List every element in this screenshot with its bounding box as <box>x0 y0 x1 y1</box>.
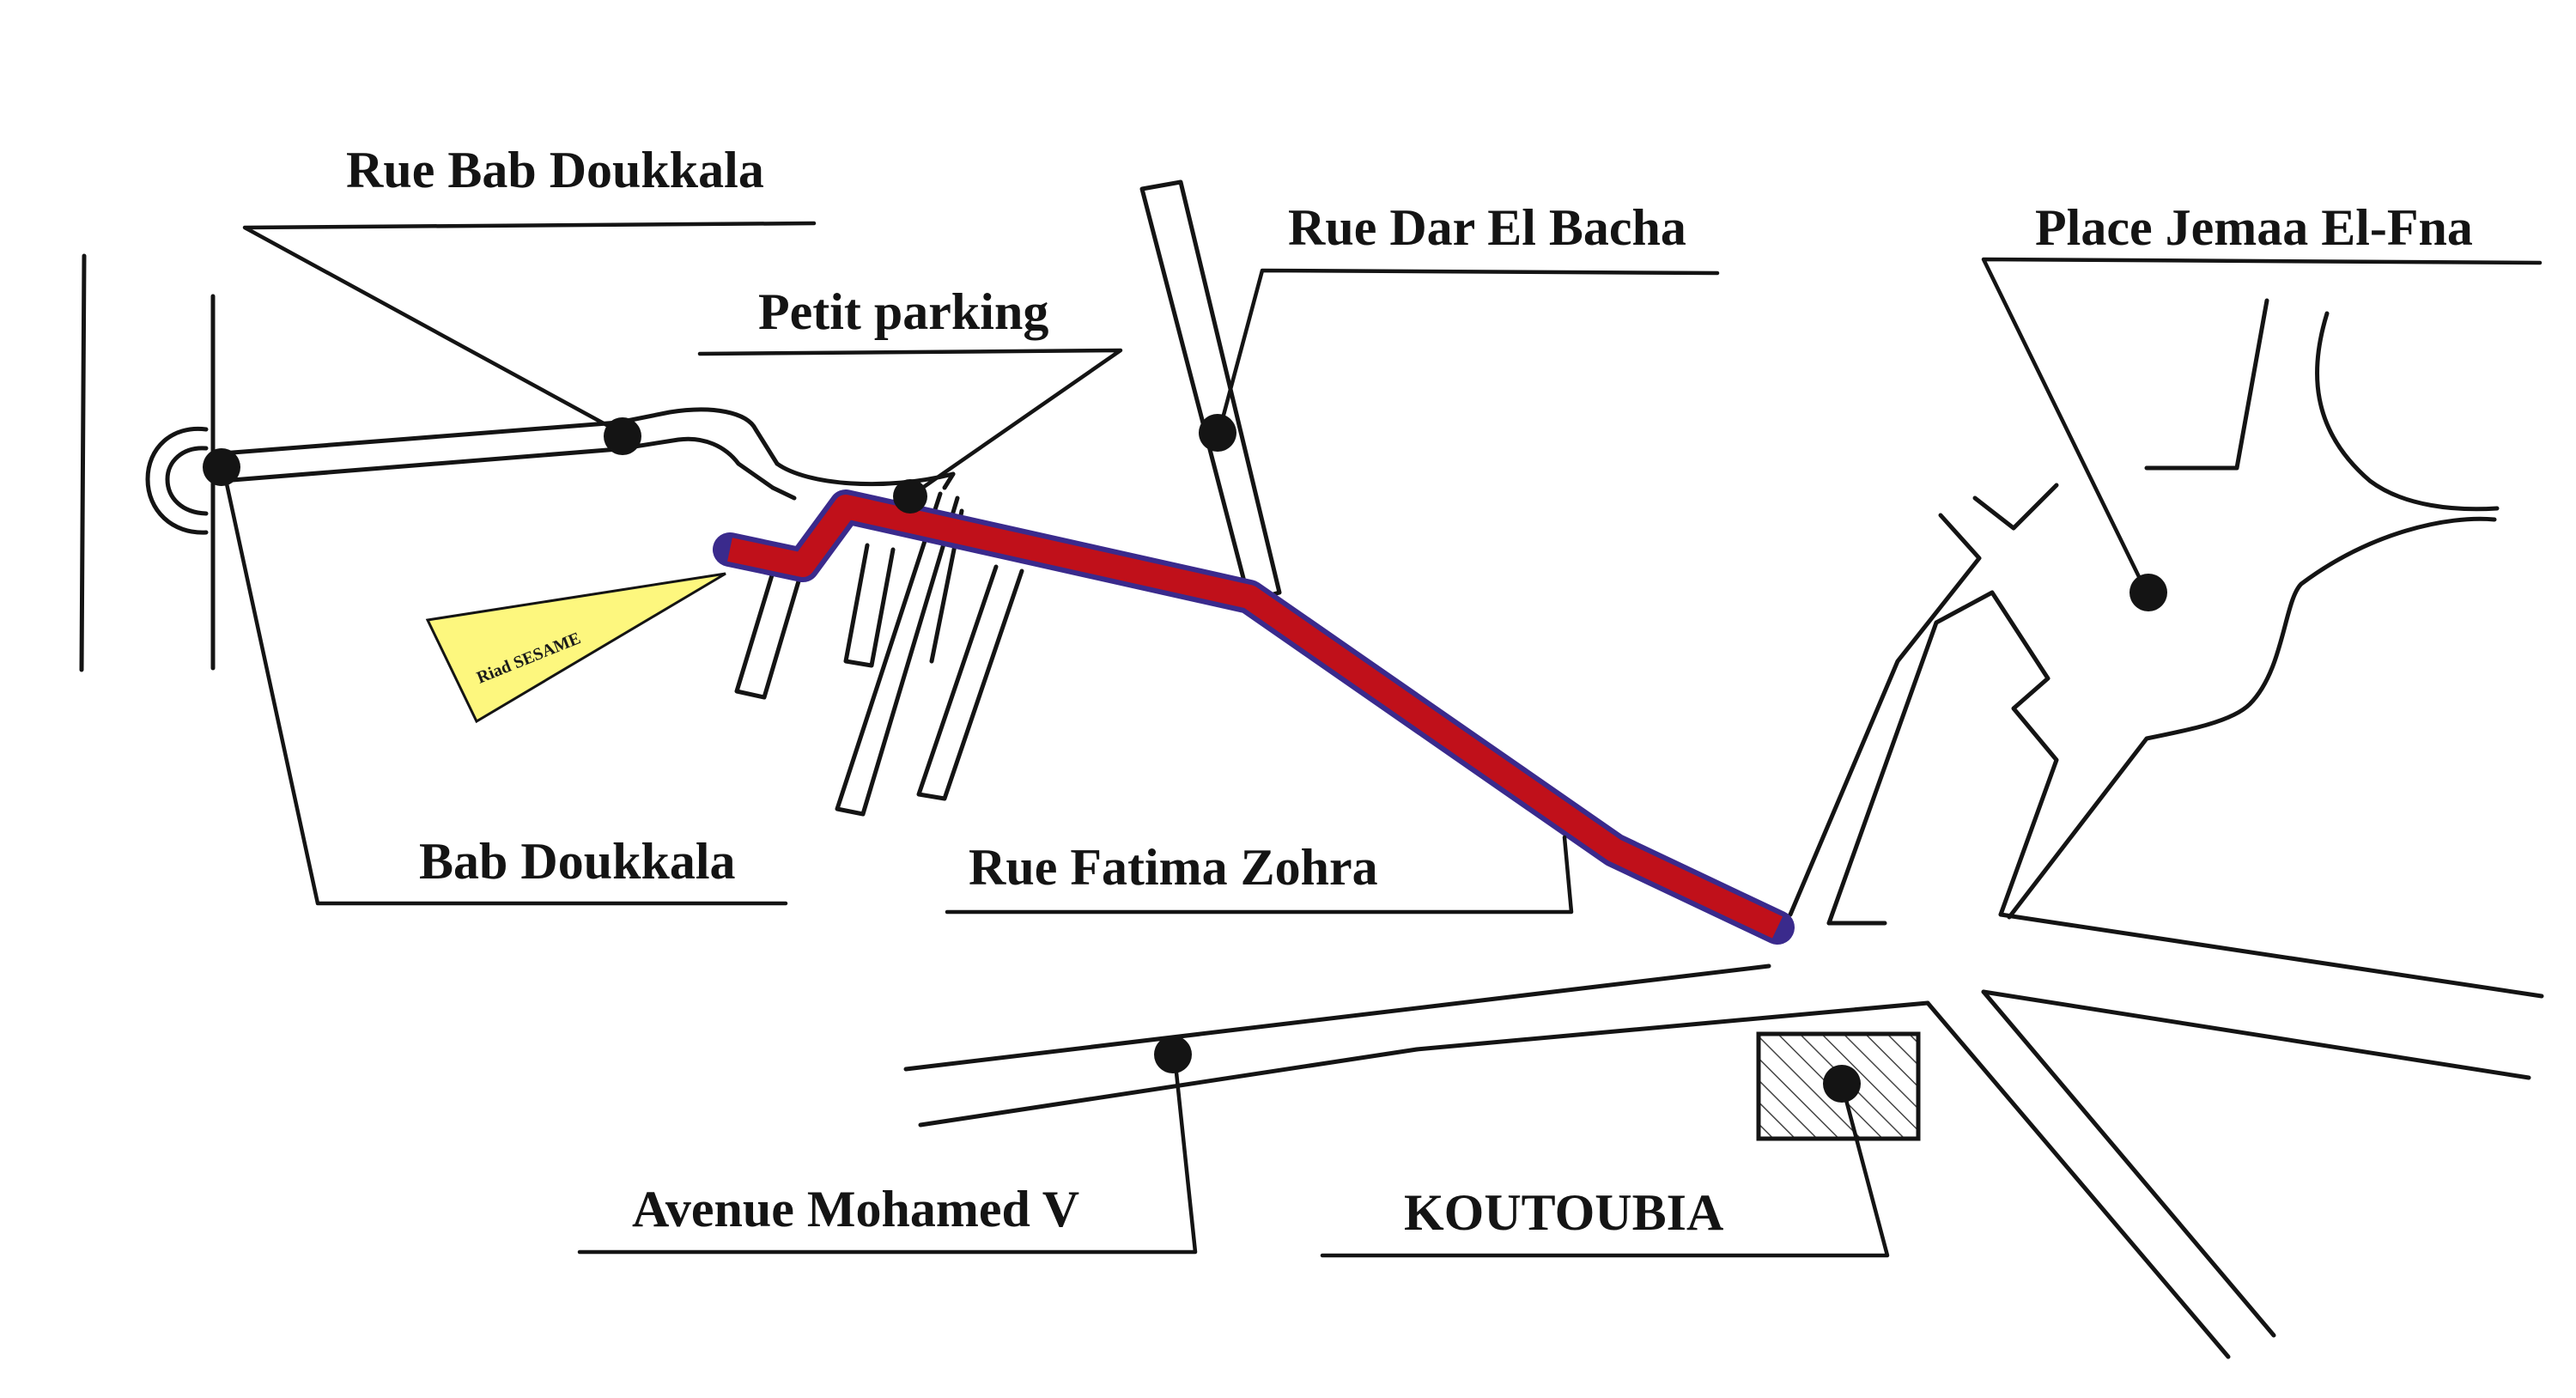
rue-bab-doukkala-road <box>219 407 780 490</box>
avenue-mohamed-v-label: Avenue Mohamed V <box>632 1181 1079 1237</box>
rue-dar-el-bacha-label: Rue Dar El Bacha <box>1288 199 1686 256</box>
route-path <box>713 489 1795 945</box>
jemaa-el-fna-roads <box>1788 298 2544 1359</box>
rue-fatima-zohra-callout: Rue Fatima Zohra <box>945 835 1574 915</box>
rue-fatima-zohra-label: Rue Fatima Zohra <box>969 839 1378 896</box>
rue-bab-doukkala-callout: Rue Bab Doukkala <box>242 142 817 455</box>
place-jemaa-el-fna-label: Place Jemaa El-Fna <box>2035 199 2473 256</box>
bab-doukkala-label: Bab Doukkala <box>419 833 736 890</box>
avenue-mohamed-v-callout: Avenue Mohamed V <box>577 1036 1198 1255</box>
parking-streets <box>734 461 1024 817</box>
koutoubia-callout: KOUTOUBIA <box>1320 1065 1890 1258</box>
place-jemaa-el-fna-callout: Place Jemaa El-Fna <box>1981 199 2543 611</box>
petit-parking-label: Petit parking <box>758 283 1048 340</box>
bab-doukkala-callout: Bab Doukkala <box>203 448 788 906</box>
riad-sesame-marker[interactable]: Riad SESAME <box>425 572 726 724</box>
koutoubia-label: KOUTOUBIA <box>1404 1184 1723 1241</box>
petit-parking-callout: Petit parking <box>697 283 1123 514</box>
avenue-mohamed-v-road <box>903 963 1930 1128</box>
rue-dar-el-bacha-road <box>1139 179 1282 604</box>
bab-doukkala-gate <box>79 253 216 672</box>
rue-dar-el-bacha-callout: Rue Dar El Bacha <box>1199 199 1720 452</box>
rue-bab-doukkala-label: Rue Bab Doukkala <box>346 142 764 198</box>
